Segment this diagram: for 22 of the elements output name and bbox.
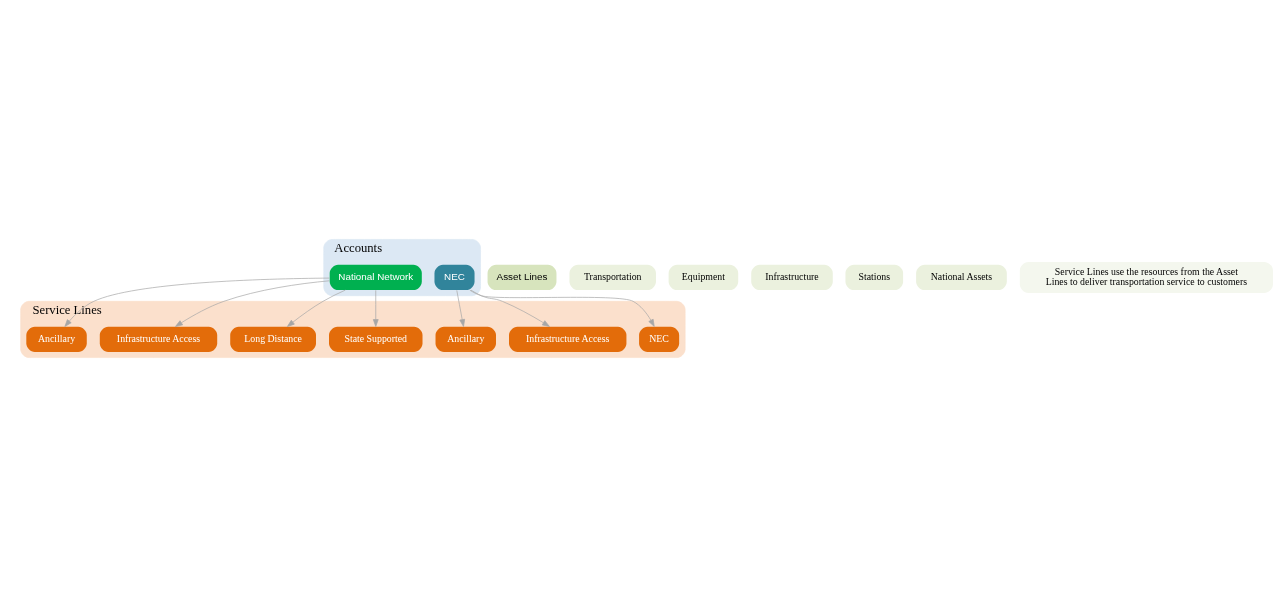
node-box: State Supported (329, 326, 423, 352)
arrow (372, 290, 379, 327)
node-box: Transportation (569, 264, 656, 291)
node-box: Stations (845, 264, 904, 291)
node-box: Infrastructure Access (509, 326, 627, 352)
arrow (469, 289, 655, 327)
arrow (456, 290, 465, 327)
arrow (470, 289, 550, 327)
node-box: Long Distance (230, 326, 316, 352)
node-box: National Assets (916, 264, 1007, 291)
node-box: Infrastructure (751, 264, 833, 291)
node-box: Asset Lines (487, 264, 557, 291)
arrow (287, 289, 346, 327)
node-box: Infrastructure Access (99, 326, 218, 352)
node-box: Ancillary (26, 326, 87, 352)
arrow (175, 280, 330, 327)
node-box: NEC (639, 326, 680, 352)
node-box: National Network (329, 264, 422, 291)
node-box: Ancillary (435, 326, 496, 352)
arrow (64, 277, 330, 327)
node-box: Equipment (668, 264, 739, 291)
node-box: NEC (434, 264, 475, 291)
